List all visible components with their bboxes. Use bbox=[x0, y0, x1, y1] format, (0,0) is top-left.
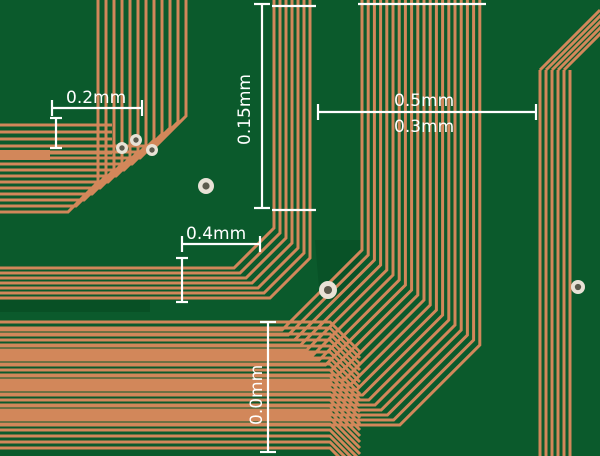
trace-bottom-7 bbox=[0, 362, 362, 396]
trace-bottom-9 bbox=[0, 374, 362, 408]
trace-bottom-4 bbox=[0, 344, 362, 378]
via-2-hole bbox=[133, 137, 139, 143]
dim-label-d: 0.3mm bbox=[394, 117, 454, 137]
trace-bottom-8 bbox=[0, 368, 362, 402]
trace-right-diag-1 bbox=[544, 13, 600, 72]
dim-label-c: 0.5mm bbox=[394, 91, 454, 111]
trace-b-0 bbox=[0, 0, 276, 270]
trace-b-5 bbox=[0, 0, 306, 295]
trace-c-11 bbox=[0, 0, 432, 387]
trace-b-2 bbox=[0, 0, 288, 280]
trace-bottom-0 bbox=[0, 320, 362, 354]
trace-right-diag-3 bbox=[556, 25, 600, 72]
trace-b-6 bbox=[0, 0, 312, 300]
trace-bottom-19 bbox=[0, 434, 353, 456]
trace-bottom-10 bbox=[0, 380, 362, 414]
via-5-hole bbox=[323, 285, 333, 295]
trace-right-diag-2 bbox=[550, 19, 600, 72]
trace-c-4 bbox=[0, 0, 389, 352]
trace-c-16 bbox=[0, 0, 463, 412]
trace-bottom-2 bbox=[0, 332, 362, 366]
trace-c-5 bbox=[0, 0, 395, 357]
trace-bottom-1 bbox=[0, 326, 362, 360]
mask-shadow-left bbox=[0, 300, 150, 312]
trace-bottom-5 bbox=[0, 350, 362, 384]
via-6-hole bbox=[574, 283, 582, 291]
dim-label-b: 0.15mm bbox=[235, 74, 255, 145]
dimension-markers bbox=[50, 2, 538, 454]
trace-bottom-20 bbox=[0, 440, 347, 456]
copper-pad bbox=[0, 150, 50, 160]
trace-bottom-14 bbox=[0, 404, 362, 438]
via-1-hole bbox=[119, 145, 125, 151]
dim-label-e: 0.4mm bbox=[186, 224, 246, 244]
trace-b-3 bbox=[0, 0, 294, 285]
trace-c-17 bbox=[0, 0, 469, 417]
trace-bottom-16 bbox=[0, 416, 362, 450]
trace-right-diag-4 bbox=[562, 31, 600, 72]
via-3-hole bbox=[149, 147, 155, 153]
trace-c-18 bbox=[0, 0, 476, 422]
trace-c-6 bbox=[0, 0, 401, 362]
trace-bottom-17 bbox=[0, 422, 362, 456]
trace-bottom-21 bbox=[0, 446, 341, 456]
trace-b-1 bbox=[0, 0, 282, 275]
dim-label-f: 0.0mm bbox=[247, 365, 267, 425]
dim-label-a: 0.2mm bbox=[66, 88, 126, 108]
trace-c-10 bbox=[0, 0, 426, 382]
trace-bottom-18 bbox=[0, 428, 359, 456]
trace-right-diag-0 bbox=[538, 8, 600, 72]
trace-bottom-13 bbox=[0, 398, 362, 432]
trace-bottom-12 bbox=[0, 392, 362, 426]
trace-bottom-6 bbox=[0, 356, 362, 390]
via-4-hole bbox=[202, 182, 210, 190]
trace-bottom-11 bbox=[0, 386, 362, 420]
trace-bottom-3 bbox=[0, 338, 362, 372]
trace-c-12 bbox=[0, 0, 438, 392]
trace-b-4 bbox=[0, 0, 300, 290]
via-group bbox=[116, 134, 585, 299]
trace-bottom-15 bbox=[0, 410, 362, 444]
